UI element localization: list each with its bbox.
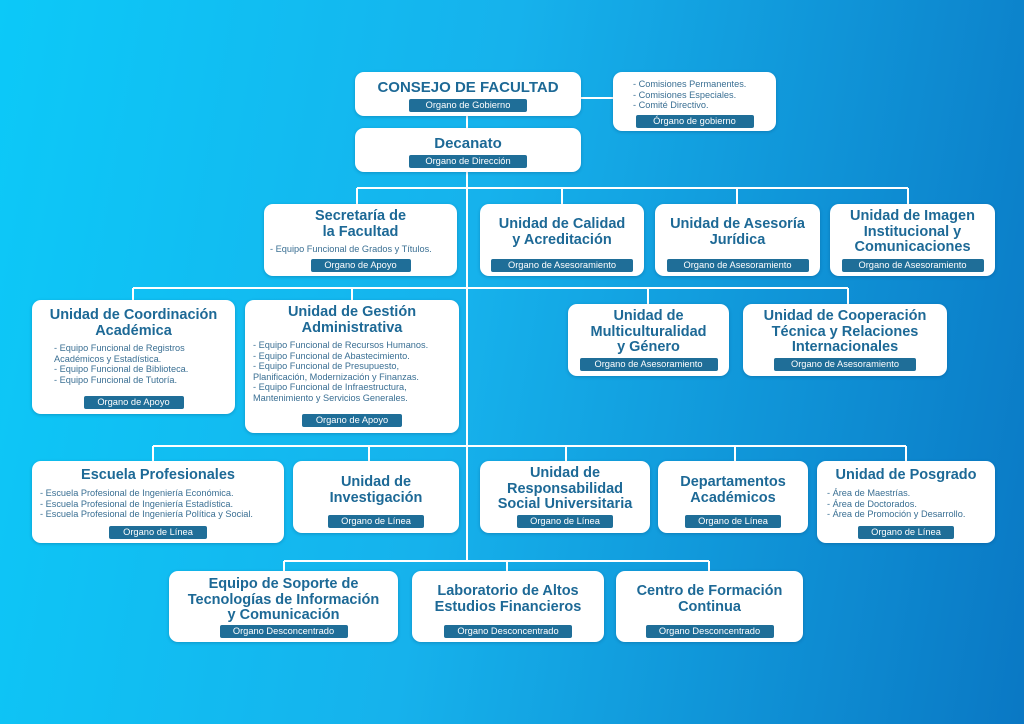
- comisiones-box: - Comisiones Permanentes. - Comisiones E…: [613, 72, 776, 131]
- node-badge: Organo de Asesoramiento: [579, 358, 718, 371]
- node-badge: Organo de Asesoramiento: [841, 259, 984, 272]
- consejo-de-facultad-box: CONSEJO DE FACULTAD Organo de Gobierno: [355, 72, 581, 116]
- node-badge: Organo de Apoyo: [302, 414, 402, 427]
- soporte-tic-box: Equipo de Soporte de Tecnologías de Info…: [169, 571, 398, 642]
- node-title: Unidad de Calidad y Acreditación: [498, 216, 626, 248]
- investigacion-box: Unidad de Investigación Organo de Línea: [293, 461, 459, 533]
- node-title: Unidad de Posgrado: [835, 467, 977, 483]
- node-items: - Área de Maestrías. - Área de Doctorado…: [827, 488, 965, 520]
- node-badge: Órgano de gobierno: [635, 115, 754, 128]
- node-title: Unidad de Gestión Administrativa: [287, 304, 417, 336]
- posgrado-box: Unidad de Posgrado - Área de Maestrías. …: [817, 461, 995, 543]
- list-item: - Equipo Funcional de Grados y Títulos.: [270, 244, 432, 254]
- node-badge: Organo de Línea: [685, 515, 781, 528]
- node-title: Unidad de Coordinación Académica: [49, 307, 218, 339]
- node-title: Secretaría de la Facultad: [314, 208, 407, 240]
- list-item: - Equipo Funcional de Infraestructura, M…: [253, 382, 408, 403]
- node-title: Unidad de Responsabilidad Social Univers…: [497, 465, 633, 512]
- node-badge: Organo de Asesoramiento: [666, 259, 809, 272]
- list-item: - Equipo Funcional de Biblioteca.: [54, 364, 189, 375]
- list-item: - Área de Doctorados.: [827, 498, 917, 509]
- node-items: - Comisiones Permanentes. - Comisiones E…: [633, 79, 746, 111]
- node-title: Unidad de Multiculturalidad y Género: [590, 308, 707, 355]
- node-badge: Organo Desconcentrado: [444, 625, 572, 638]
- node-badge: Organo de Línea: [858, 526, 954, 539]
- multiculturalidad-box: Unidad de Multiculturalidad y Género Org…: [568, 304, 729, 376]
- node-badge: Organo de Gobierno: [409, 99, 527, 112]
- node-title: Centro de Formación Continua: [636, 583, 783, 615]
- list-item: - Equipo Funcional de Abastecimiento.: [253, 350, 410, 361]
- node-title: CONSEJO DE FACULTAD: [377, 79, 559, 96]
- node-items: - Equipo Funcional de Grados y Títulos.: [270, 244, 432, 255]
- node-badge: Organo de Apoyo: [83, 396, 184, 409]
- node-badge: Organo de Dirección: [409, 155, 527, 168]
- list-item: - Escuela Profesional de Ingeniería Esta…: [40, 498, 234, 509]
- node-badge: Organo de Línea: [517, 515, 613, 528]
- node-title: Unidad de Cooperación Técnica y Relacion…: [763, 308, 927, 355]
- node-title: Escuela Profesionales: [81, 467, 235, 483]
- node-title: Laboratorio de Altos Estudios Financiero…: [434, 583, 582, 615]
- gestion-box: Unidad de Gestión Administrativa - Equip…: [245, 300, 459, 433]
- list-item: - Equipo Funcional de Presupuesto, Plani…: [253, 361, 419, 382]
- node-items: - Equipo Funcional de Recursos Humanos. …: [253, 340, 428, 404]
- node-title: Unidad de Imagen Institucional y Comunic…: [850, 208, 975, 255]
- node-items: - Equipo Funcional de Registros Académic…: [54, 343, 188, 385]
- responsabilidad-social-box: Unidad de Responsabilidad Social Univers…: [480, 461, 650, 533]
- list-item: - Comité Directivo.: [633, 100, 709, 111]
- list-item: - Equipo Funcional de Registros Académic…: [54, 343, 185, 364]
- departamentos-box: Departamentos Académicos Organo de Línea: [658, 461, 808, 533]
- list-item: - Equipo Funcional de Recursos Humanos.: [253, 340, 429, 350]
- formacion-continua-box: Centro de Formación Continua Organo Desc…: [616, 571, 803, 642]
- node-badge: Organo de Línea: [109, 526, 207, 539]
- decanato-box: Decanato Organo de Dirección: [355, 128, 581, 172]
- laboratorio-box: Laboratorio de Altos Estudios Financiero…: [412, 571, 604, 642]
- escuela-profesionales-box: Escuela Profesionales - Escuela Profesio…: [32, 461, 284, 543]
- node-title: Decanato: [434, 135, 502, 152]
- node-title: Unidad de Asesoría Jurídica: [670, 216, 805, 248]
- list-item: - Comisiones Permanentes.: [633, 79, 747, 89]
- list-item: - Comisiones Especiales.: [633, 89, 737, 100]
- imagen-box: Unidad de Imagen Institucional y Comunic…: [830, 204, 995, 276]
- node-title: Departamentos Académicos: [680, 474, 786, 506]
- asesoria-box: Unidad de Asesoría Jurídica Organo de As…: [655, 204, 820, 276]
- list-item: - Escuela Profesional de Ingeniería Econ…: [40, 488, 234, 498]
- node-badge: Organo Desconcentrado: [645, 625, 774, 638]
- node-badge: Organo de Apoyo: [310, 259, 411, 272]
- cooperacion-box: Unidad de Cooperación Técnica y Relacion…: [743, 304, 947, 376]
- calidad-box: Unidad de Calidad y Acreditación Organo …: [480, 204, 644, 276]
- node-badge: Organo de Línea: [328, 515, 424, 528]
- list-item: - Equipo Funcional de Tutoría.: [54, 374, 178, 385]
- node-title: Unidad de Investigación: [329, 474, 423, 506]
- list-item: - Área de Maestrías.: [827, 488, 911, 498]
- node-badge: Organo de Asesoramiento: [491, 259, 633, 272]
- node-badge: Organo Desconcentrado: [219, 625, 348, 638]
- node-items: - Escuela Profesional de Ingeniería Econ…: [40, 488, 253, 520]
- list-item: - Escuela Profesional de Ingeniería Polí…: [40, 509, 253, 520]
- secretaria-box: Secretaría de la Facultad - Equipo Funci…: [264, 204, 457, 276]
- coordinacion-box: Unidad de Coordinación Académica - Equip…: [32, 300, 235, 414]
- node-title: Equipo de Soporte de Tecnologías de Info…: [187, 576, 380, 623]
- list-item: - Área de Promoción y Desarrollo.: [827, 509, 966, 520]
- node-badge: Organo de Asesoramiento: [774, 358, 916, 371]
